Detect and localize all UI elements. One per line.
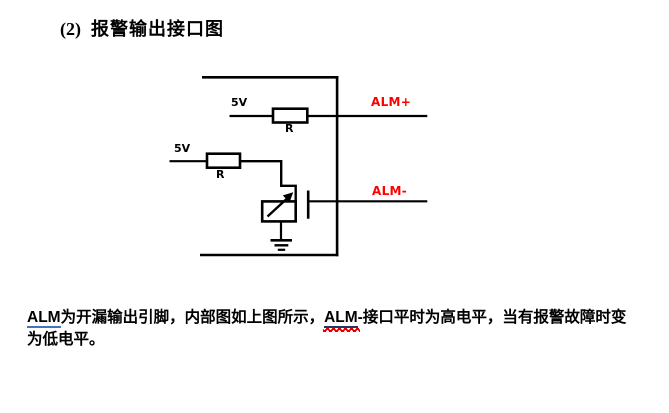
resistor-bottom-body xyxy=(205,152,242,169)
mosfet-arrowhead xyxy=(282,192,294,203)
resistor-top-body xyxy=(271,107,309,124)
description-paragraph: ALM为开漏输出引脚，内部图如上图所示，ALM-接口平时为高电平，当有报警故障时… xyxy=(27,307,669,351)
alm-term-second: ALM xyxy=(324,309,358,328)
alm-plus-label: ALM+ xyxy=(371,95,412,109)
alm-term-first: ALM xyxy=(27,309,61,328)
mosfet-source-box xyxy=(260,200,298,223)
mosfet-arrow-shaft xyxy=(266,198,288,218)
resistor-label-bottom: R xyxy=(216,168,225,181)
paragraph-text-3: 为低电平。 xyxy=(27,331,105,348)
paragraph-text-2: -接口平时为高电平，当有报警故障时变 xyxy=(357,309,627,326)
resistor-label-top: R xyxy=(285,122,294,135)
paragraph-text-1: 为开漏输出引脚，内部图如上图所示， xyxy=(60,309,325,326)
alm-minus-label: ALM- xyxy=(372,184,408,198)
supply-label-bottom: 5V xyxy=(174,142,191,155)
section-title: 报警输出接口图 xyxy=(91,19,224,39)
supply-label-top: 5V xyxy=(231,96,248,109)
gate-wire xyxy=(240,160,297,222)
section-heading: (2) 报警输出接口图 xyxy=(60,15,224,41)
section-number: (2) xyxy=(60,19,81,39)
